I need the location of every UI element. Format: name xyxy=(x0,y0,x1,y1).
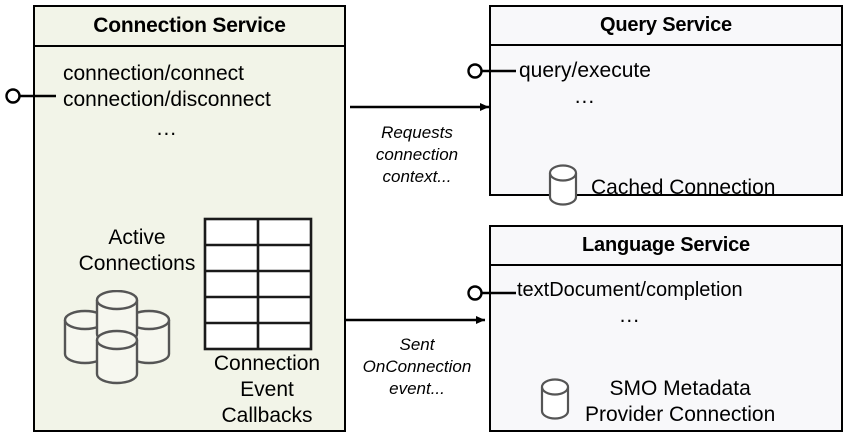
api-ellipsis: ... xyxy=(619,304,641,328)
sent-label-line-3: event... xyxy=(389,379,445,399)
connection-event-callbacks-label: Connection Event Callbacks xyxy=(190,351,344,429)
smo-label-line-1: SMO Metadata xyxy=(609,377,751,400)
active-connections-label-line-2: Connections xyxy=(78,252,196,276)
smo-metadata-provider-resource: SMO Metadata Provider Connection xyxy=(539,376,775,427)
component-query-service: Query Service query/execute ... Cached C… xyxy=(489,5,843,206)
requests-label-line-3: context... xyxy=(382,167,452,187)
callbacks-label-line-3: Callbacks xyxy=(221,404,313,428)
requests-label-line-1: Requests xyxy=(381,123,453,142)
sent-label-line-1: Sent xyxy=(399,335,435,354)
api-operation-textdocument-completion: textDocument/completion xyxy=(517,279,743,301)
arrow-label-requests-connection-context: Requests connection context... xyxy=(350,122,484,188)
language-service-api-list: textDocument/completion ... xyxy=(517,278,743,326)
table-grid-icon xyxy=(203,217,315,358)
requests-label-line-2: connection xyxy=(375,145,459,165)
component-language-service: Language Service textDocument/completion… xyxy=(489,225,843,432)
language-service-body: textDocument/completion ... SMO Metadata… xyxy=(491,266,841,430)
arrow-label-sent-onconnection-event: Sent OnConnection event... xyxy=(348,334,486,400)
query-service-body: query/execute ... Cached Connection xyxy=(491,46,841,206)
query-service-title: Query Service xyxy=(491,7,841,46)
multiple-database-cylinders-icon xyxy=(55,289,179,391)
api-operation-connect: connection/connect xyxy=(63,62,244,85)
api-ellipsis: ... xyxy=(156,116,178,140)
cached-connection-label: Cached Connection xyxy=(591,175,776,199)
connection-service-api-list: connection/connect connection/disconnect… xyxy=(63,61,271,139)
callbacks-label-line-2: Event xyxy=(240,378,294,402)
smo-metadata-provider-label: SMO Metadata Provider Connection xyxy=(585,376,775,427)
callbacks-label-line-1: Connection xyxy=(213,352,321,375)
language-service-provided-interface-socket-icon xyxy=(466,281,522,310)
query-service-api-list: query/execute ... xyxy=(519,58,651,107)
active-connections-label: Active Connections xyxy=(49,225,225,277)
connection-service-body: connection/connect connection/disconnect… xyxy=(35,47,344,430)
cached-connection-resource: Cached Connection xyxy=(547,164,775,211)
database-cylinder-icon xyxy=(547,164,579,211)
component-connection-service: Connection Service connection/connect co… xyxy=(33,5,346,432)
api-operation-query-execute: query/execute xyxy=(519,59,651,82)
connection-service-provided-interface-socket-icon xyxy=(4,84,60,113)
connection-service-title: Connection Service xyxy=(35,7,344,47)
active-connections-label-line-1: Active xyxy=(108,226,166,249)
database-cylinder-icon xyxy=(539,378,571,425)
smo-label-line-2: Provider Connection xyxy=(585,402,776,426)
api-operation-disconnect: connection/disconnect xyxy=(63,88,271,112)
sent-label-line-2: OnConnection xyxy=(362,357,472,377)
query-service-provided-interface-socket-icon xyxy=(466,59,522,88)
language-service-title: Language Service xyxy=(491,227,841,266)
api-ellipsis: ... xyxy=(574,85,596,109)
